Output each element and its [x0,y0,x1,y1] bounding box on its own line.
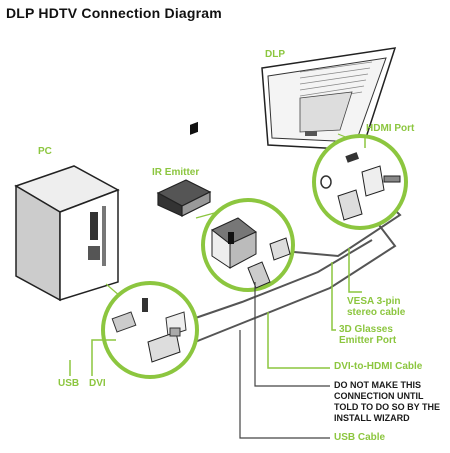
dvi-label: DVI [89,378,106,389]
usb-cable-label: USB Cable [334,432,386,443]
pc-tower-illustration [14,165,120,302]
hdmi-port-callout [312,134,408,230]
dvi-hdmi-cable-label: DVI-to-HDMI Cable [334,361,423,372]
pc-port-details [111,298,187,363]
diagram-title: DLP HDTV Connection Diagram [6,5,222,21]
ir-emitter-label: IR Emitter [152,167,200,178]
dlp-label: DLP [265,49,285,60]
hdmi-port-label: HDMI Port [366,123,415,134]
hdmi-port-details [320,152,401,221]
pc-label: PC [38,146,52,157]
ir-emitter-illustration [156,121,212,217]
usb-label: USB [58,378,80,389]
emitter-port-details [211,217,291,289]
label-leaders [69,136,366,376]
wizard-warning-label: DO NOT MAKE THIS CONNECTION UNTIL TOLD T… [334,380,441,423]
vesa-cable-label: VESA 3-pin stereo cable [347,296,406,318]
dlp-tv-illustration [261,47,397,151]
glasses-port-label: 3D Glasses Emitter Port [339,324,397,346]
